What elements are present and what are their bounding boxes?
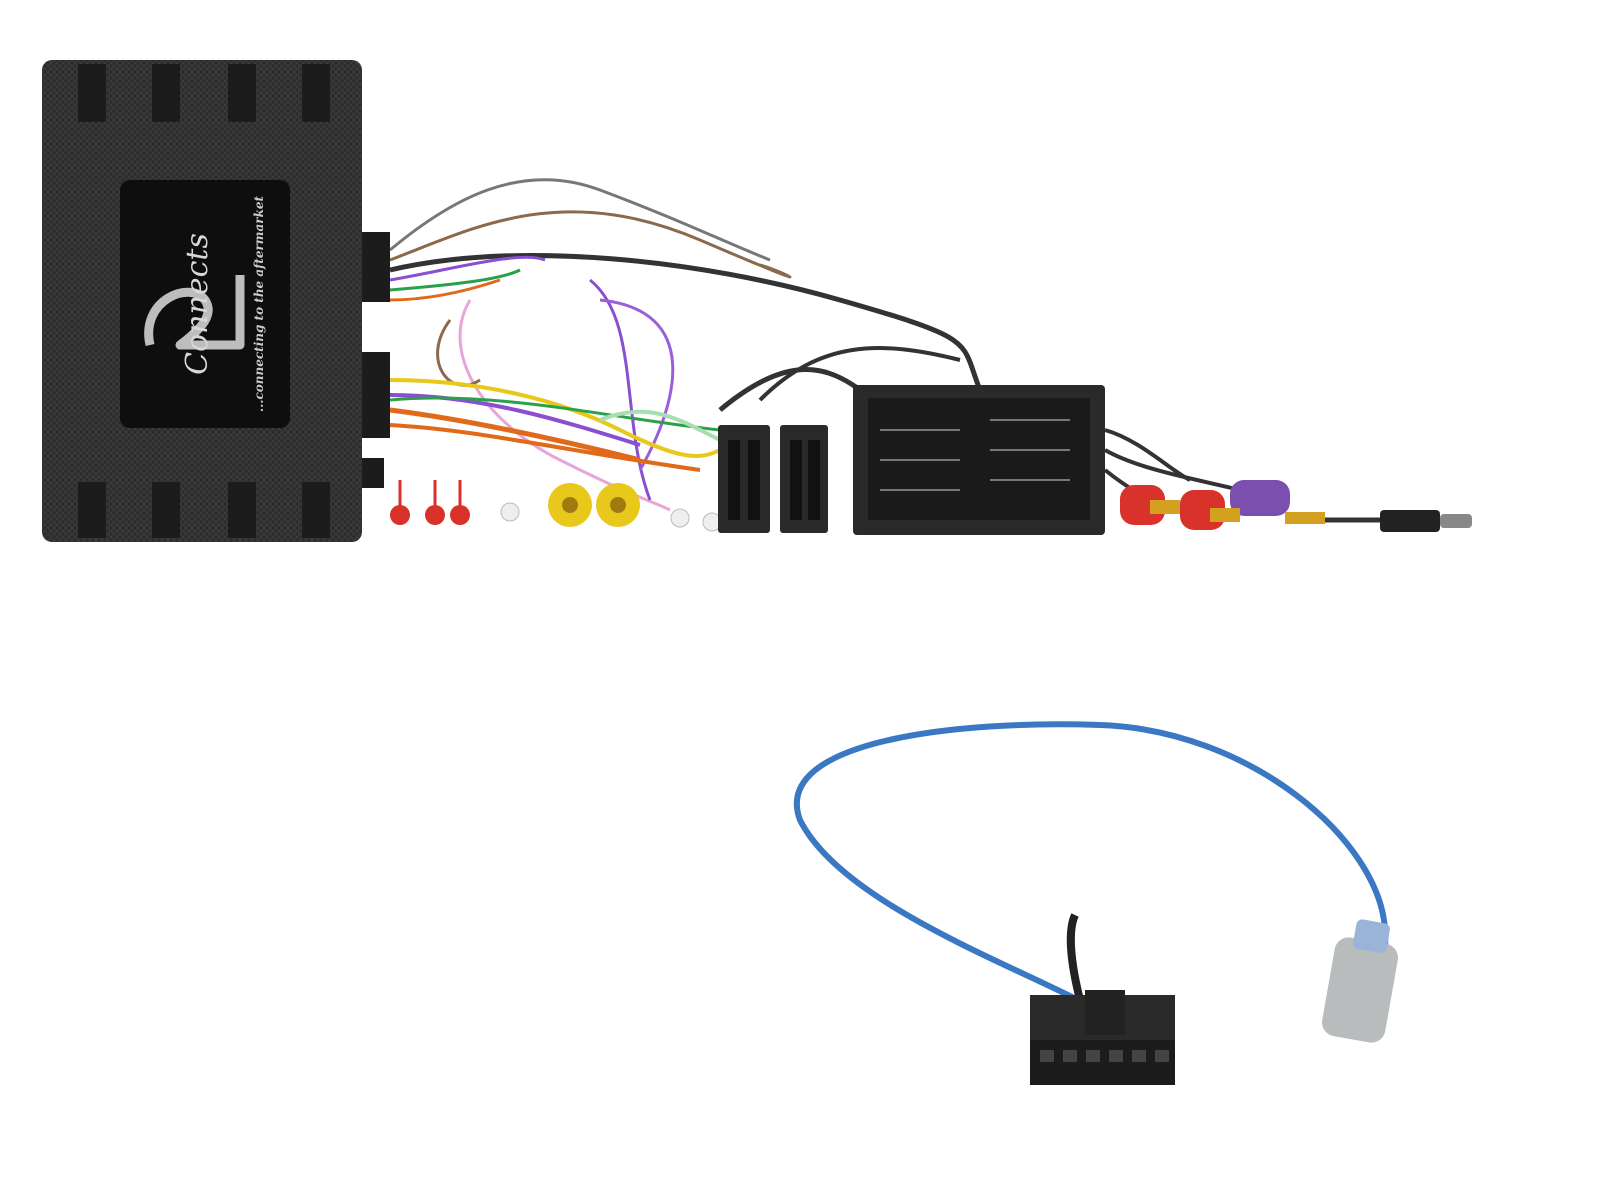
interface-module: Connects ...connecting to the aftermarke…: [42, 60, 390, 542]
brand-logo: Connects ...connecting to the aftermarke…: [120, 180, 290, 428]
brand-tagline: ...connecting to the aftermarket: [252, 195, 266, 412]
iso-connectors: [718, 385, 1105, 535]
antenna-adapter-cable: [794, 721, 1398, 1085]
rca-connectors: [390, 480, 1472, 532]
brand-name: Connects: [180, 233, 215, 375]
logo-2-mark: [144, 275, 245, 350]
